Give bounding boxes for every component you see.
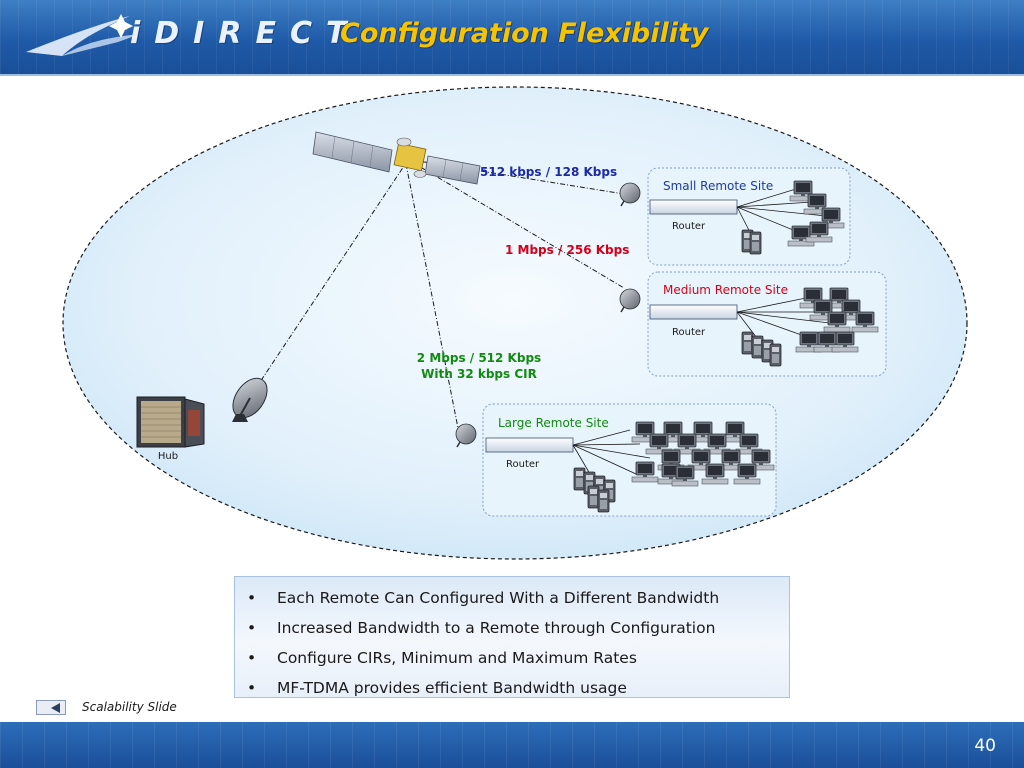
footer-pattern: [0, 722, 1024, 768]
large-router-icon: [485, 437, 574, 453]
bullet-dot: •: [247, 679, 257, 697]
small-site-phone-icon: [741, 229, 762, 255]
bullet-text: Configure CIRs, Minimum and Maximum Rate…: [277, 649, 637, 667]
hub-rack-icon: [136, 396, 205, 448]
large-link-rate-line2: With 32 kbps CIR: [421, 367, 537, 381]
bullet-panel: • Each Remote Can Configured With a Diffe…: [234, 576, 790, 698]
beam-line-small: [411, 159, 625, 195]
hub-label: Hub: [158, 451, 178, 462]
bullet-item: • MF-TDMA provides efficient Bandwidth us…: [235, 673, 789, 703]
medium-remote-dish-icon: [619, 288, 641, 313]
bullet-dot: •: [247, 619, 257, 637]
bullet-text: MF-TDMA provides efficient Bandwidth usa…: [277, 679, 627, 697]
page-number: 40: [974, 736, 996, 756]
bullet-dot: •: [247, 649, 257, 667]
small-link-rate: 512 kbps / 128 Kbps: [480, 165, 617, 179]
bullet-dot: •: [247, 589, 257, 607]
medium-router-icon: [649, 304, 738, 320]
hub-dish-icon: [232, 377, 268, 422]
medium-link-rate: 1 Mbps / 256 Kbps: [505, 243, 629, 257]
footnote-text: Scalability Slide: [82, 700, 177, 714]
small-router-icon: [649, 199, 738, 215]
bullet-item: • Configure CIRs, Minimum and Maximum Rat…: [235, 643, 789, 673]
idirect-logo-swoosh-icon: [26, 14, 140, 56]
large-router-label: Router: [506, 459, 540, 470]
bullet-text: Each Remote Can Configured With a Differ…: [277, 589, 720, 607]
small-router-label: Router: [672, 221, 706, 232]
bullet-text: Increased Bandwidth to a Remote through …: [277, 619, 716, 637]
medium-router-label: Router: [672, 327, 706, 338]
large-remote-dish-icon: [455, 423, 477, 448]
network-diagram: 512 kbps / 128 Kbps 1 Mbps / 256 Kbps 2 …: [62, 86, 968, 560]
small-remote-dish-icon: [619, 182, 641, 207]
back-arrow-icon[interactable]: [36, 700, 66, 715]
small-site-label: Small Remote Site: [663, 179, 773, 193]
large-site-label: Large Remote Site: [498, 416, 609, 430]
satellite-icon: [312, 131, 481, 185]
bullet-item: • Increased Bandwidth to a Remote through…: [235, 613, 789, 643]
slide-title: Configuration Flexibility: [340, 18, 709, 49]
brand-wordmark: iDIRECT: [130, 16, 361, 51]
beam-line-hub: [251, 159, 409, 395]
footer-bar: 40: [0, 722, 1024, 768]
large-link-rate-line1: 2 Mbps / 512 Kbps: [417, 351, 541, 365]
beam-line-large: [405, 163, 459, 429]
bullet-list: • Each Remote Can Configured With a Diffe…: [235, 583, 789, 703]
beam-line-medium: [411, 161, 625, 289]
medium-site-label: Medium Remote Site: [663, 283, 788, 297]
header-bar: iDIRECT Configuration Flexibility: [0, 0, 1024, 76]
bullet-item: • Each Remote Can Configured With a Diffe…: [235, 583, 789, 613]
